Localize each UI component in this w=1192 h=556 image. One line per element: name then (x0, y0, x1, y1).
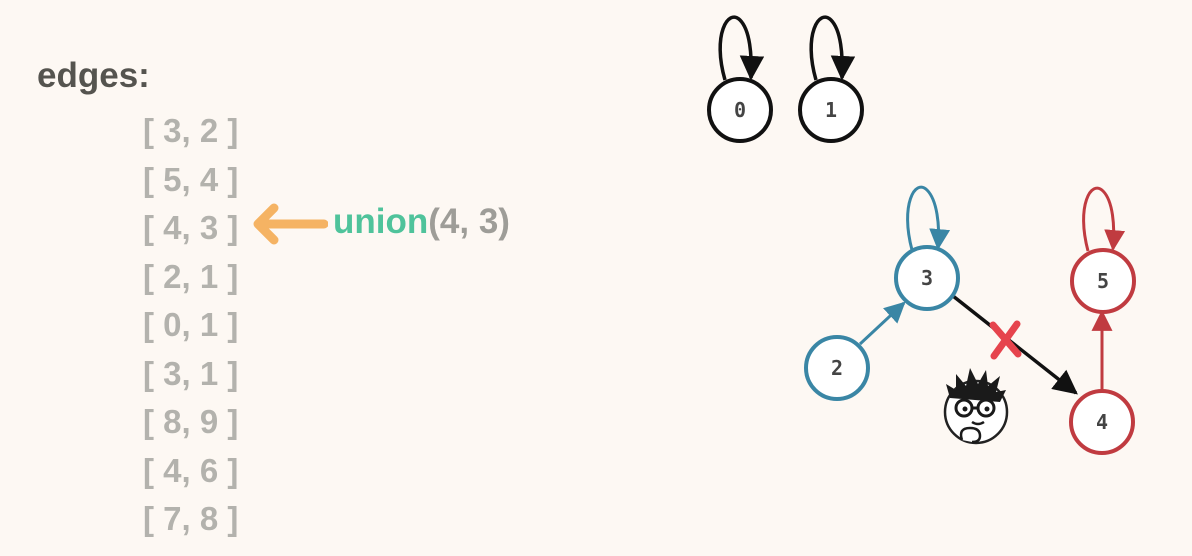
graph-edge-3-4 (951, 294, 1078, 395)
left-arrow-icon (253, 203, 328, 245)
edge-item: [ 3, 2 ] (143, 112, 239, 149)
graph-node-3: 3 (894, 185, 960, 311)
node-label: 0 (734, 98, 746, 122)
graph-node-0: 0 (707, 15, 773, 143)
edge-item: [ 4, 6 ] (143, 451, 239, 489)
union-operation: union(4, 3) (333, 202, 510, 242)
self-loop-edge (1082, 186, 1126, 252)
node-label: 3 (921, 266, 933, 290)
node-label: 1 (825, 98, 837, 122)
edge-item: [ 7, 8 ] (143, 500, 239, 537)
graph-node-1: 1 (798, 15, 864, 143)
edge-item: [ 8, 9 ] (143, 403, 239, 440)
edge-item: [ 5, 4 ] (143, 160, 239, 198)
thinking-avatar-icon (943, 368, 1009, 445)
graph-edge-2-3 (858, 301, 906, 346)
union-args: (4, 3) (428, 202, 510, 241)
edge-list: [ 3, 2 ] [ 5, 4 ] [ 4, 3 ] [ 2, 1 ] [ 0,… (143, 107, 238, 544)
self-loop-edge (718, 15, 765, 81)
edge-item-current: [ 4, 3 ] (143, 209, 239, 246)
node-label: 2 (831, 356, 843, 380)
edge-item: [ 3, 1 ] (143, 354, 239, 392)
cut-mark-icon (989, 320, 1022, 360)
node-label: 4 (1096, 410, 1108, 434)
graph-node-5: 5 (1070, 186, 1136, 314)
self-loop-edge (809, 15, 856, 81)
graph-node-2: 2 (804, 335, 870, 401)
graph-node-4: 4 (1069, 389, 1135, 455)
self-loop-edge (906, 185, 951, 251)
edges-title: edges: (37, 56, 150, 95)
edge-item: [ 0, 1 ] (143, 306, 239, 343)
node-label: 5 (1097, 269, 1109, 293)
edge-item: [ 2, 1 ] (143, 257, 239, 295)
union-fn-name: union (333, 202, 429, 241)
